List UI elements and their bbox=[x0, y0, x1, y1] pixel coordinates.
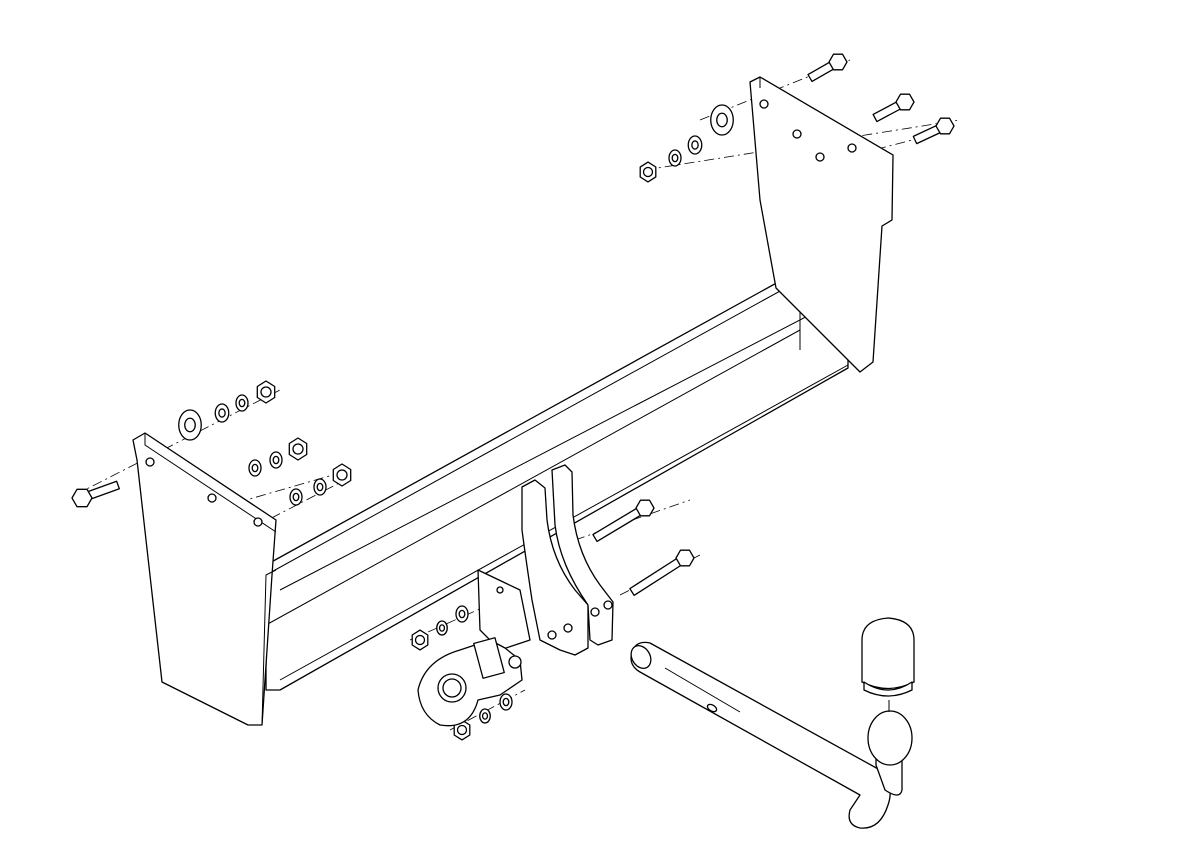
center-bracket bbox=[477, 464, 614, 656]
washer-icon bbox=[687, 135, 703, 155]
bolt-icon bbox=[807, 53, 848, 83]
washer-icon bbox=[436, 620, 448, 636]
hex-nut-icon bbox=[411, 629, 429, 651]
washer-icon bbox=[248, 459, 262, 477]
washer-icon bbox=[668, 149, 682, 167]
washer-icon bbox=[269, 451, 283, 469]
washer-icon bbox=[214, 403, 230, 423]
right-mounting-plate bbox=[749, 76, 894, 373]
washer-icon bbox=[178, 409, 202, 441]
center-line bbox=[74, 389, 281, 496]
tow-ball-cap bbox=[861, 617, 915, 697]
electrical-socket-plate bbox=[417, 637, 523, 727]
ball-neck bbox=[630, 641, 903, 829]
hex-nut-icon bbox=[453, 719, 471, 741]
washer-icon bbox=[235, 394, 249, 412]
hex-nut-icon bbox=[639, 161, 657, 183]
center-line bbox=[644, 119, 961, 171]
bolt-icon bbox=[912, 117, 955, 145]
tow-ball bbox=[867, 700, 913, 766]
left-mounting-plate bbox=[132, 432, 277, 726]
hex-nut-icon bbox=[256, 380, 276, 404]
hex-nut-icon bbox=[288, 437, 308, 461]
washer-icon bbox=[455, 605, 469, 623]
washer-icon bbox=[499, 693, 513, 711]
bolt-icon bbox=[872, 93, 915, 123]
hex-nut-icon bbox=[332, 463, 352, 487]
bolt-icon bbox=[592, 499, 655, 543]
washer-icon bbox=[289, 488, 303, 506]
washer-icon bbox=[479, 708, 491, 724]
bolt-icon bbox=[629, 549, 695, 597]
bolt-icon bbox=[71, 480, 121, 508]
washer-icon bbox=[313, 478, 327, 496]
washer-icon bbox=[710, 104, 734, 136]
